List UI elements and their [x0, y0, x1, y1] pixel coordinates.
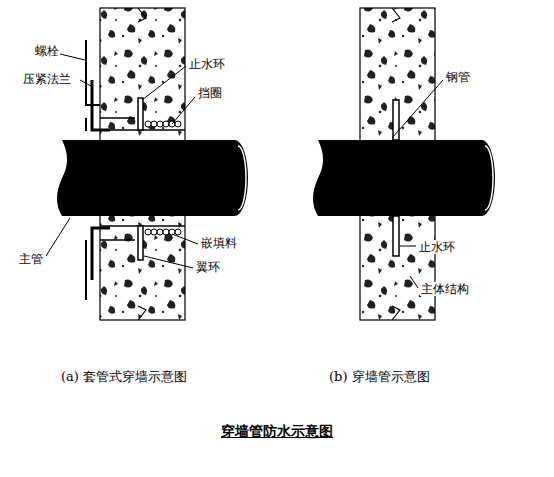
part-label: 挡圈: [197, 86, 223, 100]
diagram-title: 穿墙管防水示意图: [220, 424, 334, 438]
part-label: 止水环: [418, 240, 456, 254]
part-label: 主体结构: [420, 282, 470, 296]
part-label: 螺栓: [34, 44, 60, 58]
part-label: 压紧法兰: [22, 72, 72, 86]
figure-caption: (a) 套管式穿墙示意图: [60, 370, 188, 384]
part-label: 翼环: [195, 260, 221, 274]
part-label: 止水环: [188, 57, 226, 71]
part-label: 主管: [18, 252, 44, 266]
figure-caption: (b) 穿墙管示意图: [328, 370, 431, 384]
part-label: 钢管: [445, 70, 471, 84]
part-label: 嵌填料: [200, 236, 238, 250]
